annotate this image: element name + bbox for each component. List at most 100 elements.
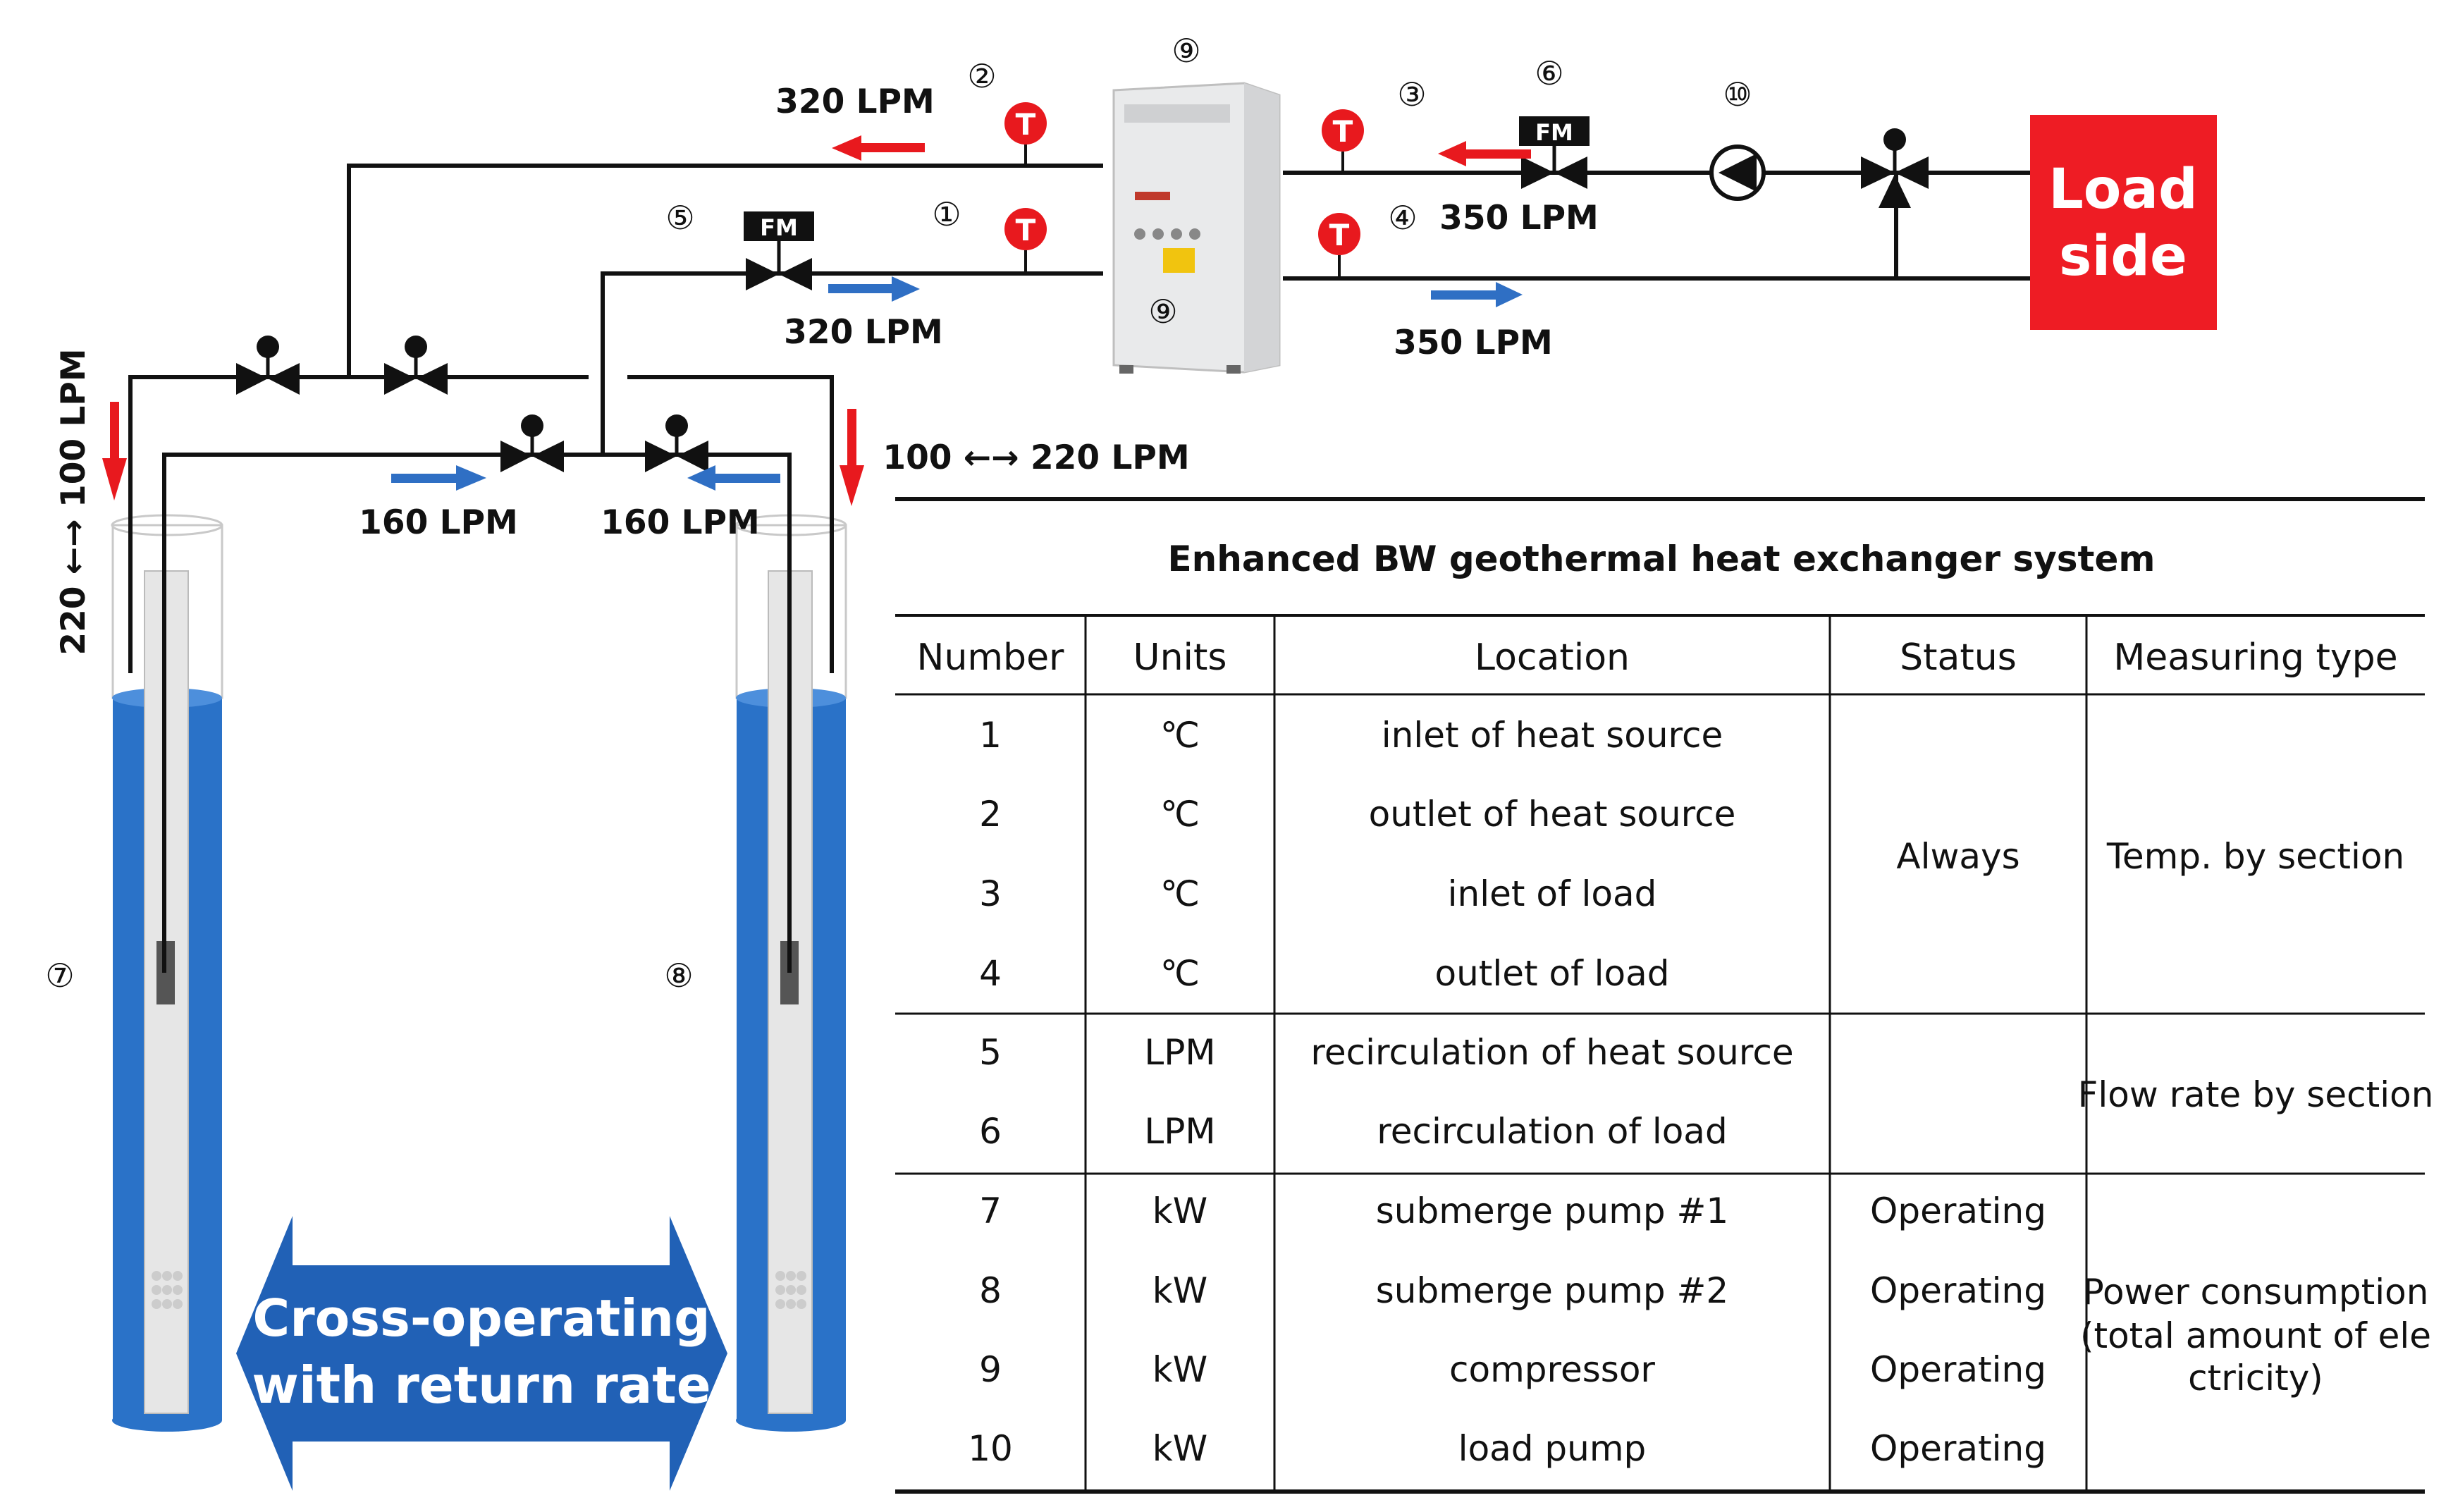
cell-number: 7 [979,1191,1002,1231]
cell-number: 2 [979,794,1002,835]
temp-sensor-icon-1: T [1004,208,1047,273]
header-units: Units [1133,637,1227,679]
heat-pump-unit [1112,82,1281,374]
measure-power-line3: ctricity) [2188,1358,2323,1399]
marker-2: ② [967,57,996,95]
cell-location: submerge pump #1 [1376,1191,1729,1231]
table-row: 3 ℃ inlet of load [979,873,1656,914]
valve-icon [236,336,300,395]
measure-temp: Temp. by section [2106,836,2404,877]
flow-label: 350 LPM [1439,199,1599,238]
flow-label: 160 LPM [601,503,760,542]
table-row: 4 ℃ outlet of load [979,953,1669,994]
table-row: 9 kW compressor Operating [979,1349,2046,1390]
marker-10: ⑩ [1723,75,1752,113]
marker-6: ⑥ [1535,54,1563,92]
cell-units: kW [1152,1349,1207,1390]
header-status: Status [1900,637,2017,679]
cell-location: submerge pump #2 [1376,1270,1729,1311]
measure-power-line1: Power consumption [2083,1272,2429,1313]
cell-units: ℃ [1160,873,1200,914]
cell-units: kW [1152,1191,1207,1231]
svg-text:Load: Load [2048,158,2198,221]
cell-number: 10 [968,1428,1013,1469]
cell-units: ℃ [1160,715,1200,756]
cell-status: Operating [1870,1428,2046,1469]
svg-text:T: T [1016,213,1036,247]
cell-number: 4 [979,953,1002,994]
flow-label: 350 LPM [1394,324,1553,362]
temp-sensor-icon-2: T [1004,102,1047,166]
cell-units: ℃ [1160,794,1200,835]
table-row: 7 kW submerge pump #1 Operating [979,1191,2046,1231]
flow-label-vertical: 220 ←→ 100 LPM [54,348,93,655]
load-pump-icon [1709,145,1766,201]
cell-location: load pump [1458,1428,1647,1469]
svg-text:side: side [2059,225,2187,288]
marker-4: ④ [1388,199,1417,237]
cell-number: 6 [979,1111,1002,1152]
cell-location: outlet of heat source [1369,794,1736,835]
table-row: 8 kW submerge pump #2 Operating [979,1270,2046,1311]
valve-icon [645,414,708,472]
load-side-box: Load side [2030,115,2217,330]
header-number: Number [917,637,1065,679]
cell-number: 5 [979,1032,1002,1073]
measure-power-line2: (total amount of ele [2080,1315,2431,1356]
marker-9-top: ⑨ [1172,32,1200,70]
cell-units: kW [1152,1428,1207,1469]
status-always: Always [1896,836,2019,877]
flow-arrows [102,135,1531,506]
table-title: Enhanced BW geothermal heat exchanger sy… [1168,539,2156,579]
cell-status: Operating [1870,1191,2046,1231]
marker-3: ③ [1397,75,1426,113]
table-row: 2 ℃ outlet of heat source [979,794,1735,835]
marker-8: ⑧ [664,957,693,995]
marker-7: ⑦ [45,957,74,995]
flow-label: 160 LPM [359,503,518,542]
cell-location: outlet of load [1435,953,1670,994]
cell-location: inlet of load [1448,873,1657,914]
cell-location: inlet of heat source [1382,715,1723,756]
header-location: Location [1475,637,1630,679]
flowmeter-icon-5: FM [744,211,814,290]
svg-text:FM: FM [760,214,798,241]
flow-label: 320 LPM [784,313,943,352]
cell-location: recirculation of load [1377,1111,1727,1152]
flow-label: 100 ←→ 220 LPM [883,438,1189,477]
valve-icon [384,336,448,395]
svg-text:T: T [1333,114,1353,149]
piping [128,164,2037,973]
temp-sensor-icon-4: T [1318,213,1360,278]
svg-text:Cross-operating: Cross-operating [252,1289,710,1348]
three-way-valve-icon [1861,128,1929,208]
table-row: 6 LPM recirculation of load [979,1111,1728,1152]
cell-location: recirculation of heat source [1310,1032,1793,1073]
header-measuring-type: Measuring type [2113,637,2397,679]
table-row: 10 kW load pump Operating [968,1428,2046,1469]
valve-icon [500,414,564,472]
cell-units: ℃ [1160,953,1200,994]
cell-number: 8 [979,1270,1002,1311]
marker-1: ① [932,195,961,233]
cell-units: LPM [1144,1111,1215,1152]
cell-units: kW [1152,1270,1207,1311]
flow-label: 320 LPM [775,82,935,121]
cell-number: 3 [979,873,1002,914]
svg-text:FM: FM [1535,119,1573,146]
cell-status: Operating [1870,1270,2046,1311]
cell-status: Operating [1870,1349,2046,1390]
temp-sensor-icon-3: T [1322,109,1364,173]
cross-operating-arrow: Cross-operating with return rate [236,1216,727,1491]
svg-text:T: T [1329,218,1350,252]
cell-location: compressor [1449,1349,1655,1390]
svg-text:with return rate: with return rate [252,1356,711,1415]
measurement-table: Enhanced BW geothermal heat exchanger sy… [895,497,2433,1494]
cell-number: 1 [979,715,1002,756]
svg-text:T: T [1016,107,1036,142]
cell-number: 9 [979,1349,1002,1390]
table-row: 1 ℃ inlet of heat source [979,715,1723,756]
marker-5: ⑤ [665,199,694,237]
